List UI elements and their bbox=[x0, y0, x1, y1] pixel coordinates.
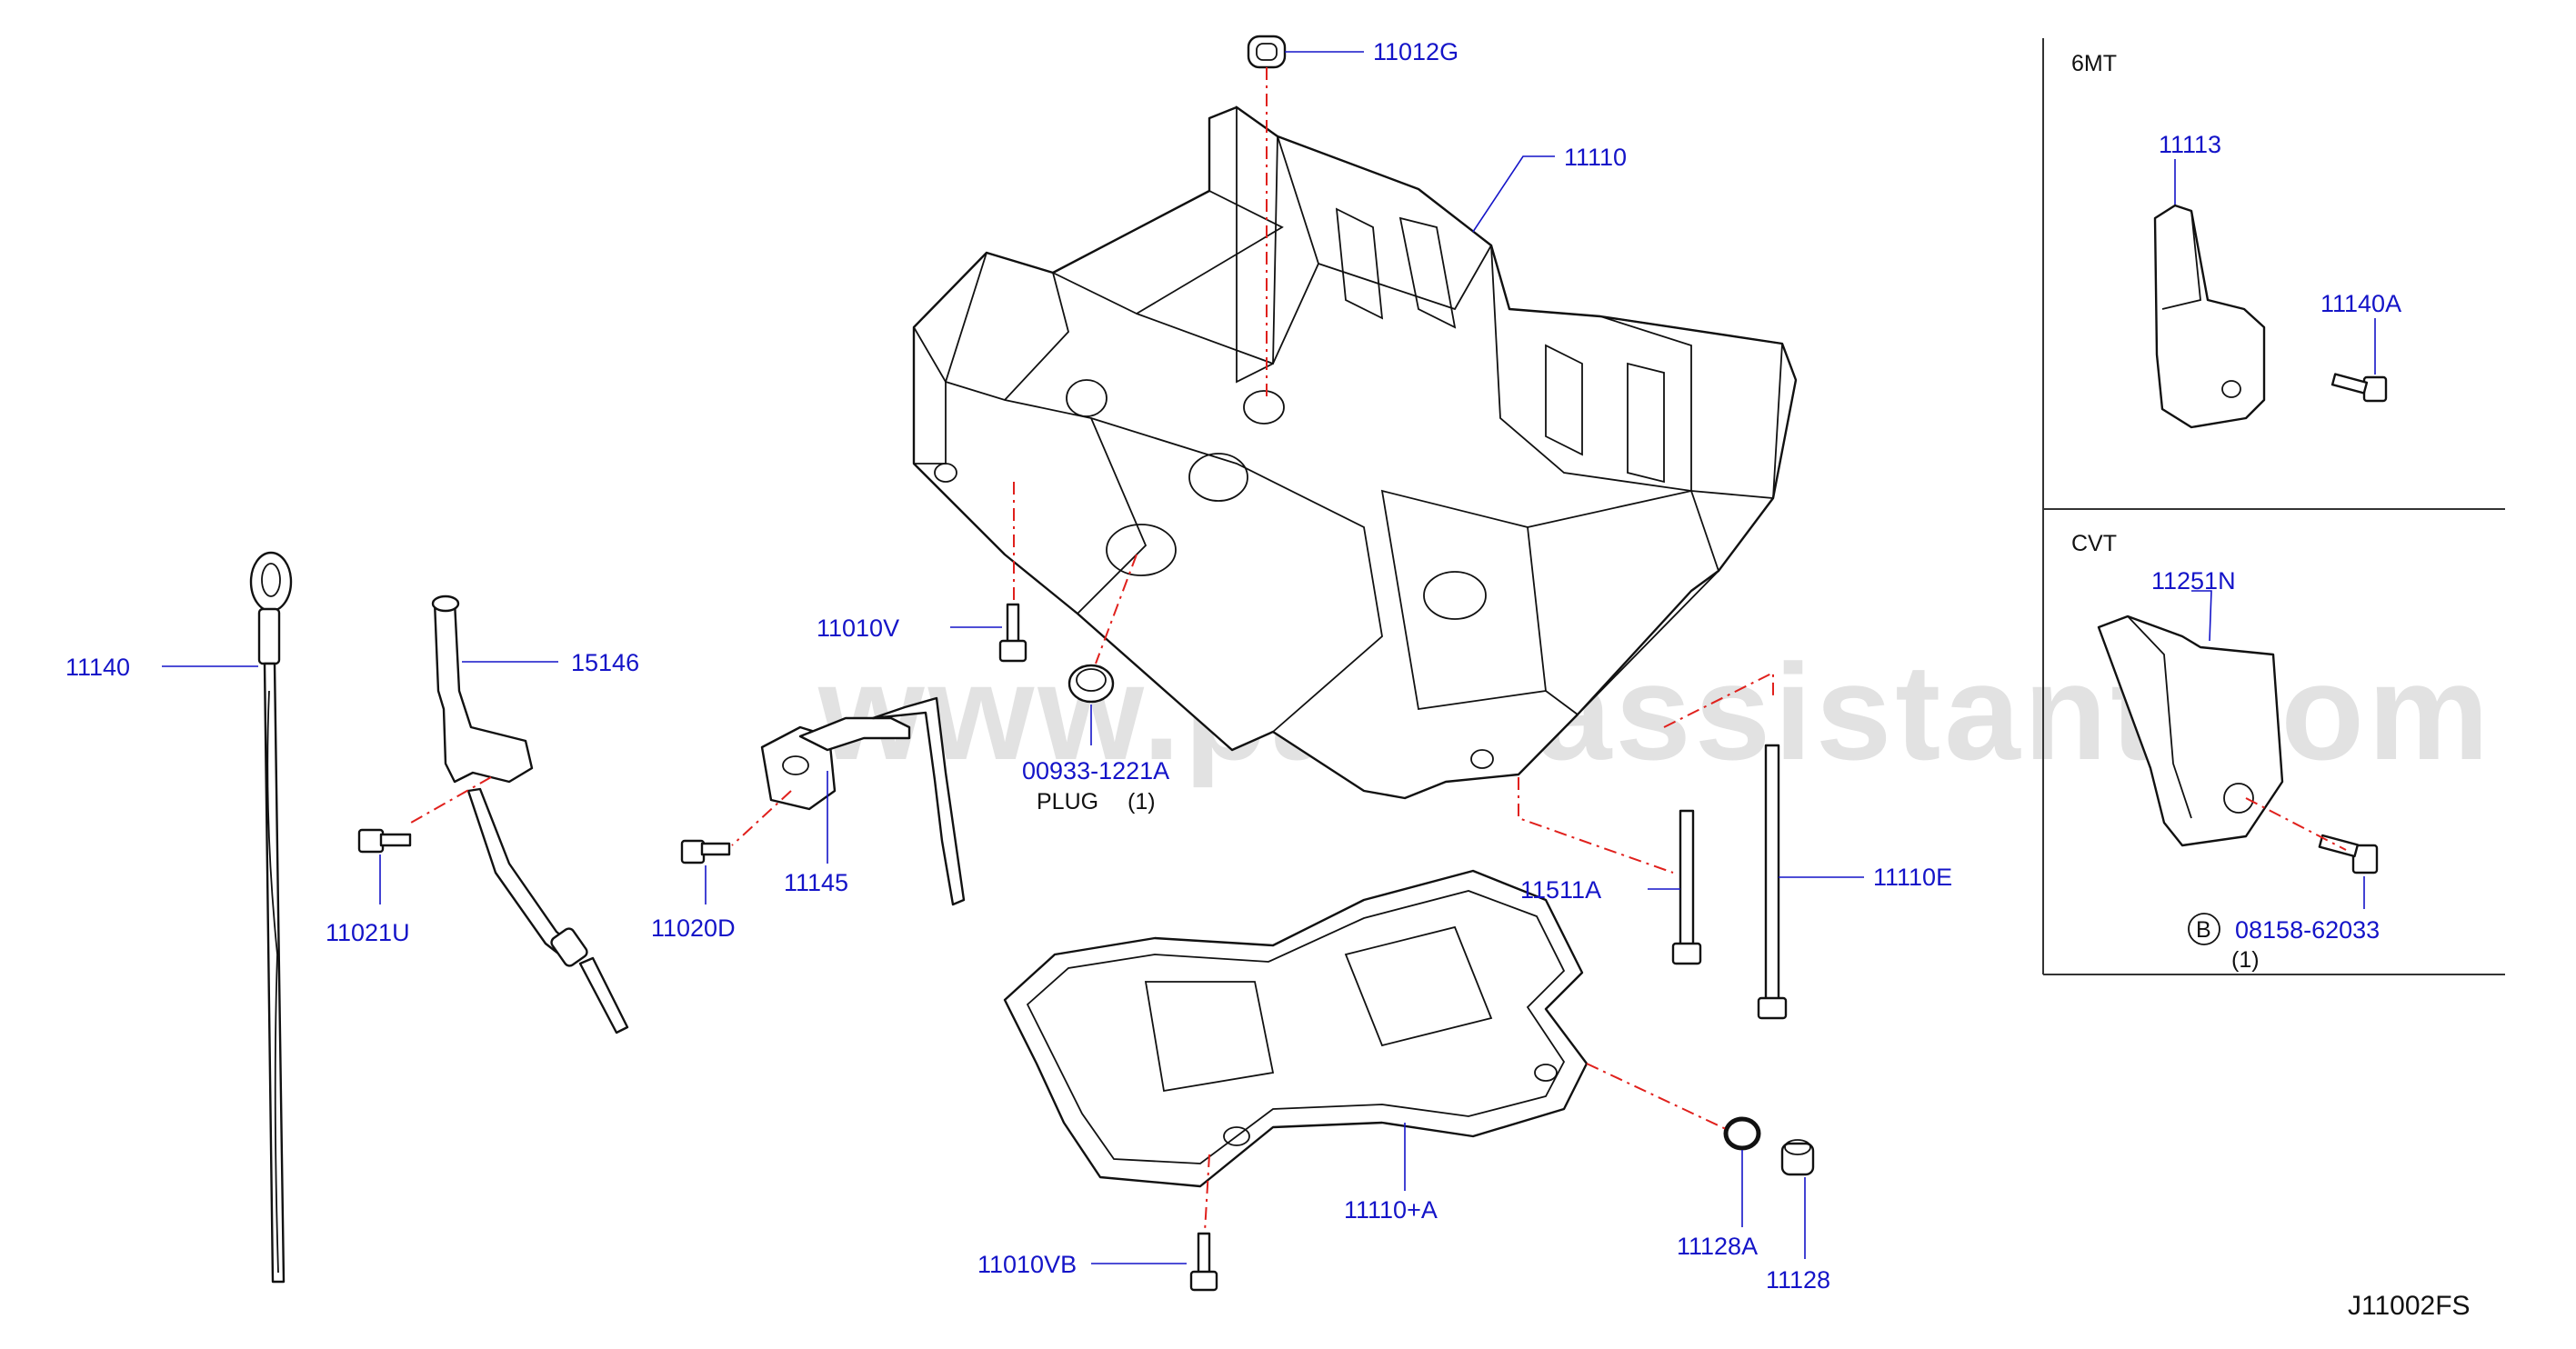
section-title-cvt: CVT bbox=[2071, 531, 2117, 556]
label-11511A[interactable]: 11511A bbox=[1520, 876, 1601, 904]
gauge-guide-15146[interactable] bbox=[431, 595, 629, 1034]
label-11251N[interactable]: 11251N bbox=[2151, 567, 2236, 595]
alignment-lines bbox=[410, 67, 2347, 1233]
reference-badge-B: B bbox=[2188, 913, 2220, 945]
label-11010V[interactable]: 11010V bbox=[817, 615, 899, 642]
bolt-11021U[interactable] bbox=[357, 828, 412, 854]
bolt-11010V[interactable] bbox=[998, 603, 1027, 663]
lower-oil-pan-11110A[interactable] bbox=[1003, 869, 1589, 1188]
label-11020D[interactable]: 11020D bbox=[651, 914, 736, 942]
qty-08158-62033: (1) bbox=[2231, 947, 2260, 973]
section-title-6mt: 6MT bbox=[2071, 51, 2117, 76]
label-11128A[interactable]: 11128A bbox=[1677, 1233, 1758, 1260]
gasket-11012G[interactable] bbox=[1247, 35, 1287, 69]
bolt-11511A[interactable] bbox=[1671, 809, 1702, 965]
bolt-11020D[interactable] bbox=[680, 839, 731, 864]
label-15146[interactable]: 15146 bbox=[571, 649, 639, 676]
label-11110-A[interactable]: 11110+A bbox=[1344, 1196, 1438, 1224]
label-08158-62033[interactable]: 08158-62033 bbox=[2235, 916, 2380, 944]
label-00933-1221A[interactable]: 00933-1221A bbox=[1022, 757, 1169, 784]
label-11110E[interactable]: 11110E bbox=[1873, 864, 1952, 891]
label-11010VB[interactable]: 11010VB bbox=[977, 1251, 1077, 1278]
bolt-08158-62033[interactable] bbox=[2318, 834, 2379, 874]
label-11140A[interactable]: 11140A bbox=[2320, 290, 2401, 317]
bolt-11110E[interactable] bbox=[1757, 744, 1788, 1020]
plug-qty: (1) bbox=[1128, 789, 1156, 814]
reference-letter: B bbox=[2196, 917, 2211, 943]
bolt-11010VB[interactable] bbox=[1189, 1232, 1218, 1292]
diagram-code: J11002FS bbox=[2348, 1291, 2471, 1321]
label-11140[interactable]: 11140 bbox=[65, 654, 130, 681]
upper-oil-pan-11110[interactable] bbox=[912, 105, 1798, 800]
plug-00933-1221A[interactable] bbox=[1067, 664, 1115, 704]
bolt-11140A[interactable] bbox=[2330, 373, 2388, 403]
o-ring-11128A[interactable] bbox=[1723, 1116, 1761, 1151]
plug-name: PLUG bbox=[1037, 789, 1098, 814]
bracket-11113[interactable] bbox=[2153, 204, 2266, 429]
sensor-bracket-11145[interactable] bbox=[760, 696, 966, 906]
oil-level-gauge-11140[interactable] bbox=[249, 551, 293, 1284]
label-11128[interactable]: 11128 bbox=[1766, 1266, 1830, 1294]
label-11021U[interactable]: 11021U bbox=[326, 919, 410, 946]
label-11012G[interactable]: 11012G bbox=[1373, 38, 1458, 65]
label-11110[interactable]: 11110 bbox=[1564, 144, 1627, 171]
bracket-11251N[interactable] bbox=[2097, 615, 2284, 847]
label-11113[interactable]: 11113 bbox=[2159, 131, 2221, 158]
label-11145[interactable]: 11145 bbox=[784, 869, 848, 896]
callout-labels: 11012G 11110 11113 11140A 11251N B 08158… bbox=[65, 38, 2401, 1294]
leader-lines bbox=[162, 51, 2376, 1264]
variant-boxes: 6MT CVT bbox=[2042, 38, 2505, 975]
drain-plug-11128[interactable] bbox=[1780, 1139, 1815, 1176]
